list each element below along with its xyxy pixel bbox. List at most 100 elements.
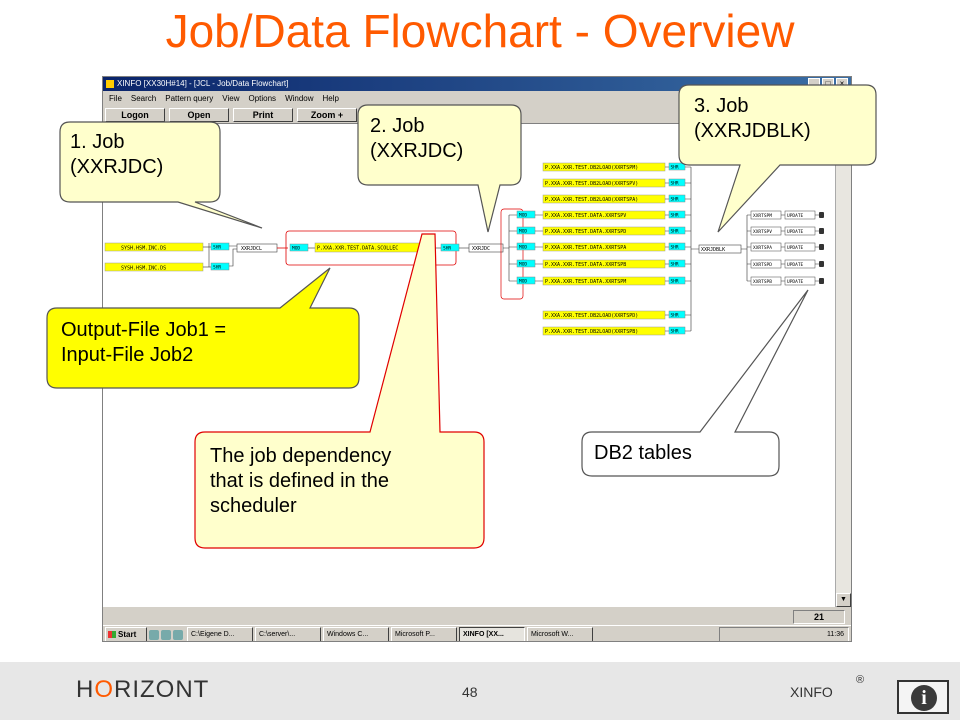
window-titlebar[interactable]: XINFO [XX30H#14] - [JCL - Job/Data Flowc… (103, 77, 851, 91)
svg-text:UPDATE: UPDATE (787, 229, 804, 235)
svg-text:MOD: MOD (519, 213, 527, 219)
svg-text:MOD: MOD (519, 262, 527, 268)
brand-rest: RIZONT (114, 676, 210, 703)
tag-shr-job2-label: SHR (443, 246, 451, 252)
svg-text:MOD: MOD (519, 229, 527, 235)
callout-output-line2: Input-File Job2 (61, 344, 194, 366)
footer-bar (0, 662, 960, 720)
print-button[interactable]: Print (233, 108, 293, 122)
brand-o: O (94, 676, 115, 703)
menu-options[interactable]: Options (248, 94, 277, 103)
svg-text:P.XXA.XXR.TEST.DB2LOAD(XXRTSPA: P.XXA.XXR.TEST.DB2LOAD(XXRTSPA) (545, 197, 638, 203)
callout-job2-line2: (XXRJDC) (370, 140, 464, 162)
tag-mod-job1-label: MOD (292, 246, 300, 252)
svg-text:UPDATE: UPDATE (787, 245, 804, 251)
dataset-scollec-label: P.XXA.XXR.TEST.DATA.SCOLLEC (317, 246, 398, 252)
svg-text:SHR: SHR (671, 165, 679, 171)
task-eigene[interactable]: C:\Eigene D... (187, 627, 253, 641)
svg-text:P.XXA.XXR.TEST.DB2LOAD(XXRTSPM: P.XXA.XXR.TEST.DB2LOAD(XXRTSPM) (545, 165, 638, 171)
svg-text:SHR: SHR (671, 313, 679, 319)
horizont-logo: HORIZONT (76, 676, 209, 704)
callout-job3-shape (678, 84, 877, 233)
callout-job2-shape (357, 104, 522, 233)
input-dataset-2-label: SYSH.HSM.INC.DS (121, 266, 166, 272)
menu-view[interactable]: View (222, 94, 240, 103)
job3-input-tags: SHR SHR SHR SHR SHR SHR SHR SHR SHR SHR (665, 162, 699, 335)
registered-mark: ® (856, 674, 865, 686)
window-title: XINFO [XX30H#14] - [JCL - Job/Data Flowc… (117, 79, 289, 88)
db2-tables: XXRTSPM XXRTSPV XXRTSPA XXRTSPD XXRTSPB … (747, 210, 824, 286)
input-connectors (203, 243, 211, 268)
task-powerpoint[interactable]: Microsoft P... (391, 627, 457, 641)
input-dataset-1-label: SYSH.HSM.INC.DS (121, 246, 166, 252)
slide-title: Job/Data Flowchart - Overview (165, 5, 795, 57)
callout-job1-line1: 1. Job (70, 131, 125, 153)
ie-icon[interactable] (161, 629, 171, 640)
quick-launch (149, 627, 185, 641)
callout-job1: 1. Job (XXRJDC) (62, 130, 163, 180)
outlook-icon[interactable] (173, 629, 183, 640)
job2-label: XXRJDC (472, 246, 490, 252)
svg-text:UPDATE: UPDATE (787, 279, 804, 285)
tag-shr-in2-label: SHR (213, 265, 221, 271)
callout-dependency: The job dependency that is defined in th… (200, 444, 391, 519)
svg-text:P.XXA.XXR.TEST.DB2LOAD(XXRTSPB: P.XXA.XXR.TEST.DB2LOAD(XXRTSPB) (545, 329, 638, 335)
xinfo-app-icon (106, 80, 114, 88)
svg-text:SHR: SHR (671, 279, 679, 285)
start-button[interactable]: Start (105, 627, 147, 641)
callout-output: Output-File Job1 = Input-File Job2 (52, 318, 226, 368)
page-number: 48 (462, 684, 478, 700)
job1-label: XXRJDCL (241, 246, 262, 252)
task-word[interactable]: Microsoft W... (527, 627, 593, 641)
svg-text:P.XXA.XXR.TEST.DATA.XXRTSPA: P.XXA.XXR.TEST.DATA.XXRTSPA (545, 245, 626, 251)
product-name: XINFO (790, 684, 833, 700)
svg-text:XXRTSPA: XXRTSPA (753, 245, 772, 251)
callout-dependency-line2: that is defined in the (210, 470, 390, 492)
callout-job1-shape (59, 121, 263, 229)
zoom-in-button[interactable]: Zoom + (297, 108, 357, 122)
job3-label: XXRJDBLK (701, 247, 725, 253)
tag-shr-in1 (210, 242, 230, 251)
info-button[interactable]: i (897, 680, 949, 714)
callout-output-line1: Output-File Job1 = (61, 319, 227, 341)
task-xinfo[interactable]: XINFO [XX... (459, 627, 525, 641)
menu-search[interactable]: Search (130, 94, 157, 103)
callout-job3: 3. Job (XXRJDBLK) (684, 94, 811, 144)
task-server[interactable]: C:\server\... (255, 627, 321, 641)
svg-text:XXRTSPV: XXRTSPV (753, 229, 772, 235)
svg-text:P.XXA.XXR.TEST.DB2LOAD(XXRTSPD: P.XXA.XXR.TEST.DB2LOAD(XXRTSPD) (545, 313, 638, 319)
svg-text:P.XXA.XXR.TEST.DB2LOAD(XXRTSPV: P.XXA.XXR.TEST.DB2LOAD(XXRTSPV) (545, 181, 638, 187)
brand-h: H (76, 676, 95, 703)
svg-text:P.XXA.XXR.TEST.DATA.XXRTSPM: P.XXA.XXR.TEST.DATA.XXRTSPM (545, 279, 626, 285)
svg-text:SHR: SHR (671, 329, 679, 335)
desktop-icon[interactable] (149, 629, 159, 640)
callout-job2-line1: 2. Job (370, 115, 425, 137)
menu-help[interactable]: Help (322, 94, 339, 103)
callout-dependency-line1: The job dependency (210, 445, 392, 467)
db2-table-icons (819, 212, 824, 284)
menu-window[interactable]: Window (285, 94, 314, 103)
menu-file[interactable]: File (109, 94, 122, 103)
callout-job1-line2: (XXRJDC) (70, 156, 164, 178)
svg-text:P.XXA.XXR.TEST.DATA.XXRTSPV: P.XXA.XXR.TEST.DATA.XXRTSPV (545, 213, 626, 219)
callout-job3-line1: 3. Job (694, 95, 749, 117)
task-windows[interactable]: Windows C... (323, 627, 389, 641)
svg-text:SHR: SHR (671, 197, 679, 203)
clock: 11:36 (827, 631, 844, 638)
callout-dependency-shape (194, 233, 485, 549)
svg-text:MOD: MOD (519, 245, 527, 251)
svg-text:XXRTSPM: XXRTSPM (753, 213, 772, 219)
callout-job3-line2: (XXRJDBLK) (694, 120, 811, 142)
menu-bar: File Search Pattern query View Options W… (103, 91, 851, 106)
status-value: 21 (793, 610, 845, 624)
scroll-down-icon[interactable]: ▼ (836, 593, 851, 607)
menu-pattern-query[interactable]: Pattern query (165, 94, 214, 103)
tag-shr-in1-label: SHR (213, 245, 221, 251)
callout-tables-line1: DB2 tables (594, 442, 692, 464)
info-icon: i (911, 685, 937, 711)
svg-text:SHR: SHR (671, 213, 679, 219)
svg-text:SHR: SHR (671, 245, 679, 251)
tag-shr-job2 (440, 243, 460, 252)
svg-text:MOD: MOD (519, 279, 527, 285)
